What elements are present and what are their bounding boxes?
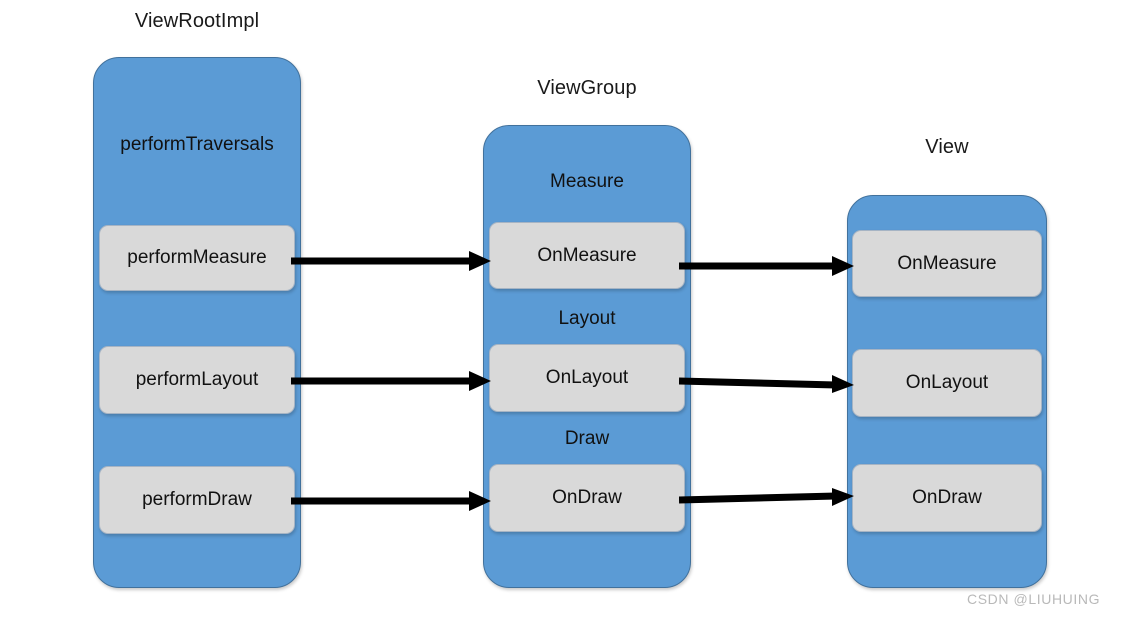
arrow-viewgroup-onlayout-to-view-onlayout xyxy=(679,372,854,394)
arrow-viewgroup-ondraw-to-view-ondraw xyxy=(679,487,854,509)
box-view-onmeasure[interactable]: OnMeasure xyxy=(852,230,1042,297)
arrow-performlayout-to-viewgroup-onlayout xyxy=(291,370,491,392)
arrow-performdraw-to-viewgroup-ondraw xyxy=(291,490,491,512)
box-perform-draw[interactable]: performDraw xyxy=(99,466,295,534)
column-title-view: View xyxy=(925,136,969,158)
box-viewgroup-onmeasure[interactable]: OnMeasure xyxy=(489,222,685,289)
panel-label-layout: Layout xyxy=(558,308,616,329)
box-viewgroup-onlayout[interactable]: OnLayout xyxy=(489,344,685,412)
panel-label-performtraversals: performTraversals xyxy=(120,134,274,155)
box-viewgroup-ondraw[interactable]: OnDraw xyxy=(489,464,685,532)
panel-label-draw: Draw xyxy=(564,428,610,449)
arrow-performmeasure-to-viewgroup-onmeasure xyxy=(291,250,491,272)
panel-label-measure: Measure xyxy=(550,171,624,192)
box-perform-measure[interactable]: performMeasure xyxy=(99,225,295,291)
column-title-viewrootimpl: ViewRootImpl xyxy=(134,10,260,32)
box-perform-layout[interactable]: performLayout xyxy=(99,346,295,414)
column-title-viewgroup: ViewGroup xyxy=(537,77,637,99)
arrow-viewgroup-onmeasure-to-view-onmeasure xyxy=(679,255,854,277)
box-view-ondraw[interactable]: OnDraw xyxy=(852,464,1042,532)
box-view-onlayout[interactable]: OnLayout xyxy=(852,349,1042,417)
watermark-csdn: CSDN @LIUHUING xyxy=(967,591,1101,607)
